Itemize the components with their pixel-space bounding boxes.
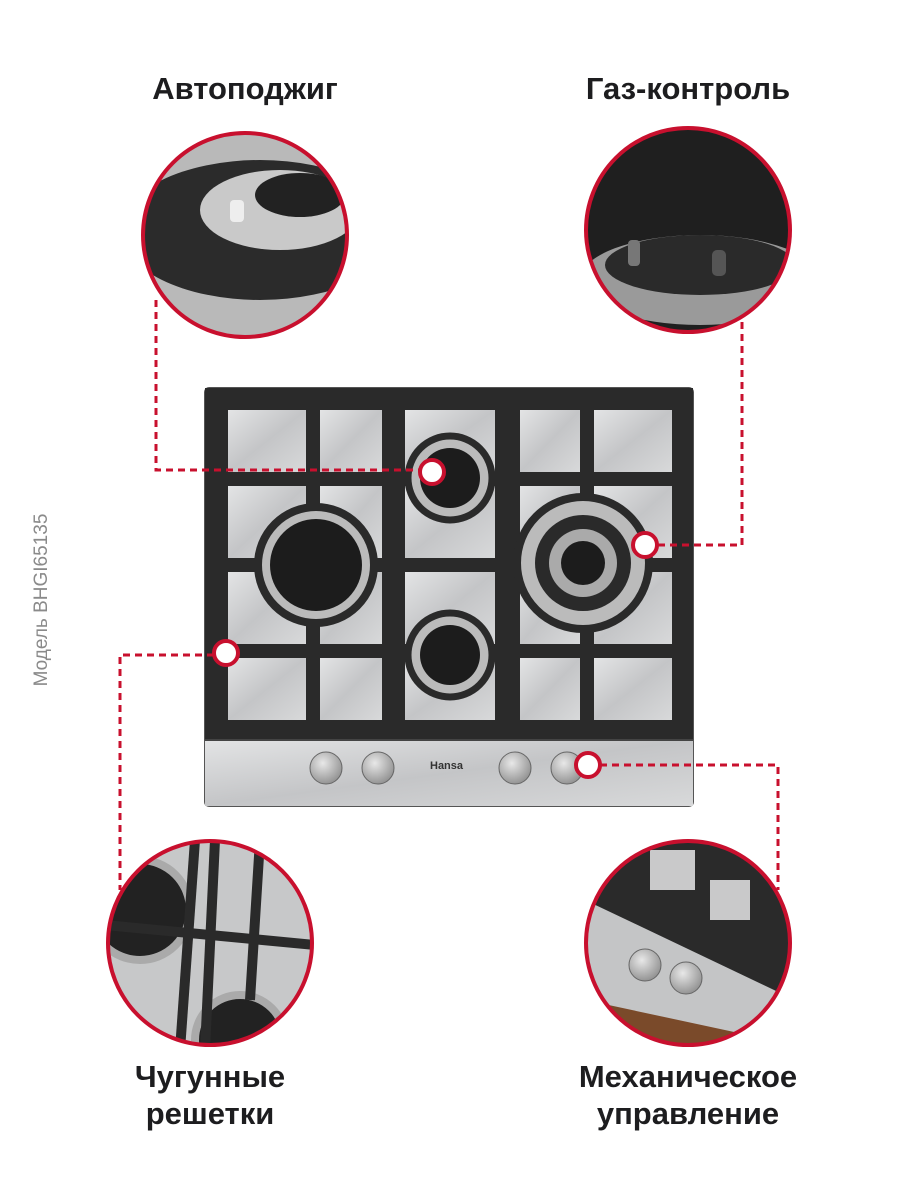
closeup-borders [106, 126, 792, 1047]
control-knobs [309, 751, 584, 785]
feature-label-line: Механическое [578, 1059, 798, 1094]
feature-auto-ignition: Автоподжиг [152, 71, 338, 106]
connector-lines [118, 300, 780, 890]
feature-label-line: решетки [145, 1096, 275, 1131]
feature-label-line: Чугунные [134, 1059, 286, 1094]
feature-cast-iron-grates: Чугунные решетки [30, 1058, 390, 1132]
feature-label-line: управление [596, 1096, 780, 1131]
feature-mechanical-control: Механическое управление [508, 1058, 868, 1132]
mechanical-control-closeup [587, 842, 789, 1044]
brand-logo: Hansa [430, 760, 464, 772]
feature-gas-control: Газ-контроль [585, 71, 791, 106]
cast-iron-grates-closeup [109, 842, 311, 1044]
auto-ignition-closeup [144, 134, 346, 336]
gas-hob [204, 387, 694, 807]
burners [254, 432, 653, 701]
hotspot-markers [212, 458, 659, 779]
model-label: Модель BHGI65135 [31, 513, 52, 687]
